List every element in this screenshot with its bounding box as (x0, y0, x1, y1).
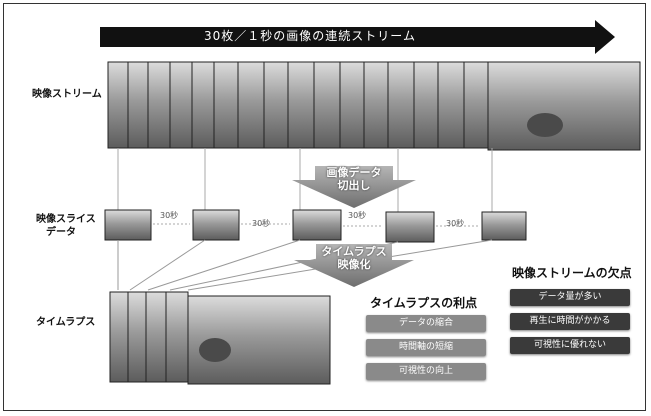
timelapse-chevron-label: タイムラプス 映像化 (318, 245, 390, 271)
gap-label: 30秒 (446, 219, 465, 228)
stream-frame (263, 61, 289, 149)
stream-frame-main (487, 61, 641, 151)
merit-item: データの縮合 (366, 315, 486, 332)
stream-frame (287, 61, 315, 149)
row-label-slice-line2: データ (46, 227, 76, 238)
stream-frame (191, 61, 215, 149)
timelapse-frame (165, 291, 189, 383)
stream-frame (127, 61, 149, 149)
stream-frame (387, 61, 415, 149)
extract-label-line1: 画像データ (326, 166, 382, 179)
slice-frame (292, 209, 342, 241)
timelapse-chevron (294, 244, 414, 287)
gap-label: 30秒 (160, 211, 179, 220)
stream-frame (107, 61, 129, 149)
stream-frame (169, 61, 193, 149)
merits-title: タイムラプスの利点 (370, 296, 478, 310)
row-label-slice: 映像スライス データ (36, 213, 96, 239)
stream-frame (463, 61, 489, 149)
timelapse-frame (109, 291, 131, 383)
slice-frame (192, 209, 240, 241)
demerits-title: 映像ストリームの欠点 (512, 266, 632, 280)
slice-frames (104, 209, 527, 243)
demerit-item: 可視性に優れない (510, 337, 630, 354)
slice-gap-arrows (153, 223, 479, 227)
row-label-stream: 映像ストリーム (32, 89, 102, 100)
row-label-timelapse: タイムラプス (36, 317, 96, 328)
demerit-item: データ量が多い (510, 289, 630, 306)
merit-item: 時間軸の短縮 (366, 339, 486, 356)
timelapse-label-line1: タイムラプス (321, 245, 387, 258)
stream-frame (213, 61, 239, 149)
merit-item: 可視性の向上 (366, 363, 486, 380)
diagram-border (3, 3, 646, 411)
demerit-item: 再生に時間がかかる (510, 313, 630, 330)
timelapse-frame (127, 291, 149, 383)
stream-frame (147, 61, 171, 149)
stream-frame (339, 61, 365, 149)
stream-arrow-label: 30枚／１秒の画像の連続ストリーム (204, 29, 416, 43)
gap-label: 30秒 (252, 219, 271, 228)
row-label-slice-line1: 映像スライス (36, 214, 96, 225)
stream-frame-subject (527, 113, 563, 137)
stream-frame (237, 61, 265, 149)
slice-frame (104, 209, 152, 241)
timelapse-lines (117, 239, 493, 291)
timelapse-frame (145, 291, 169, 383)
stream-arrow (100, 20, 615, 54)
stream-frame (413, 61, 439, 149)
extraction-lines (117, 148, 493, 214)
stream-frame (437, 61, 465, 149)
stream-frames (107, 61, 641, 151)
extract-chevron-label: 画像データ 切出し (318, 166, 390, 192)
extract-chevron (292, 166, 416, 208)
extract-label-line2: 切出し (337, 179, 371, 192)
stream-frame (363, 61, 389, 149)
slice-frame (385, 211, 435, 243)
stream-frame (313, 61, 341, 149)
slice-frame (481, 211, 527, 241)
timelapse-label-line2: 映像化 (337, 258, 371, 271)
timelapse-frames (109, 291, 331, 385)
timelapse-frame-subject (199, 338, 231, 362)
gap-label: 30秒 (348, 211, 367, 220)
